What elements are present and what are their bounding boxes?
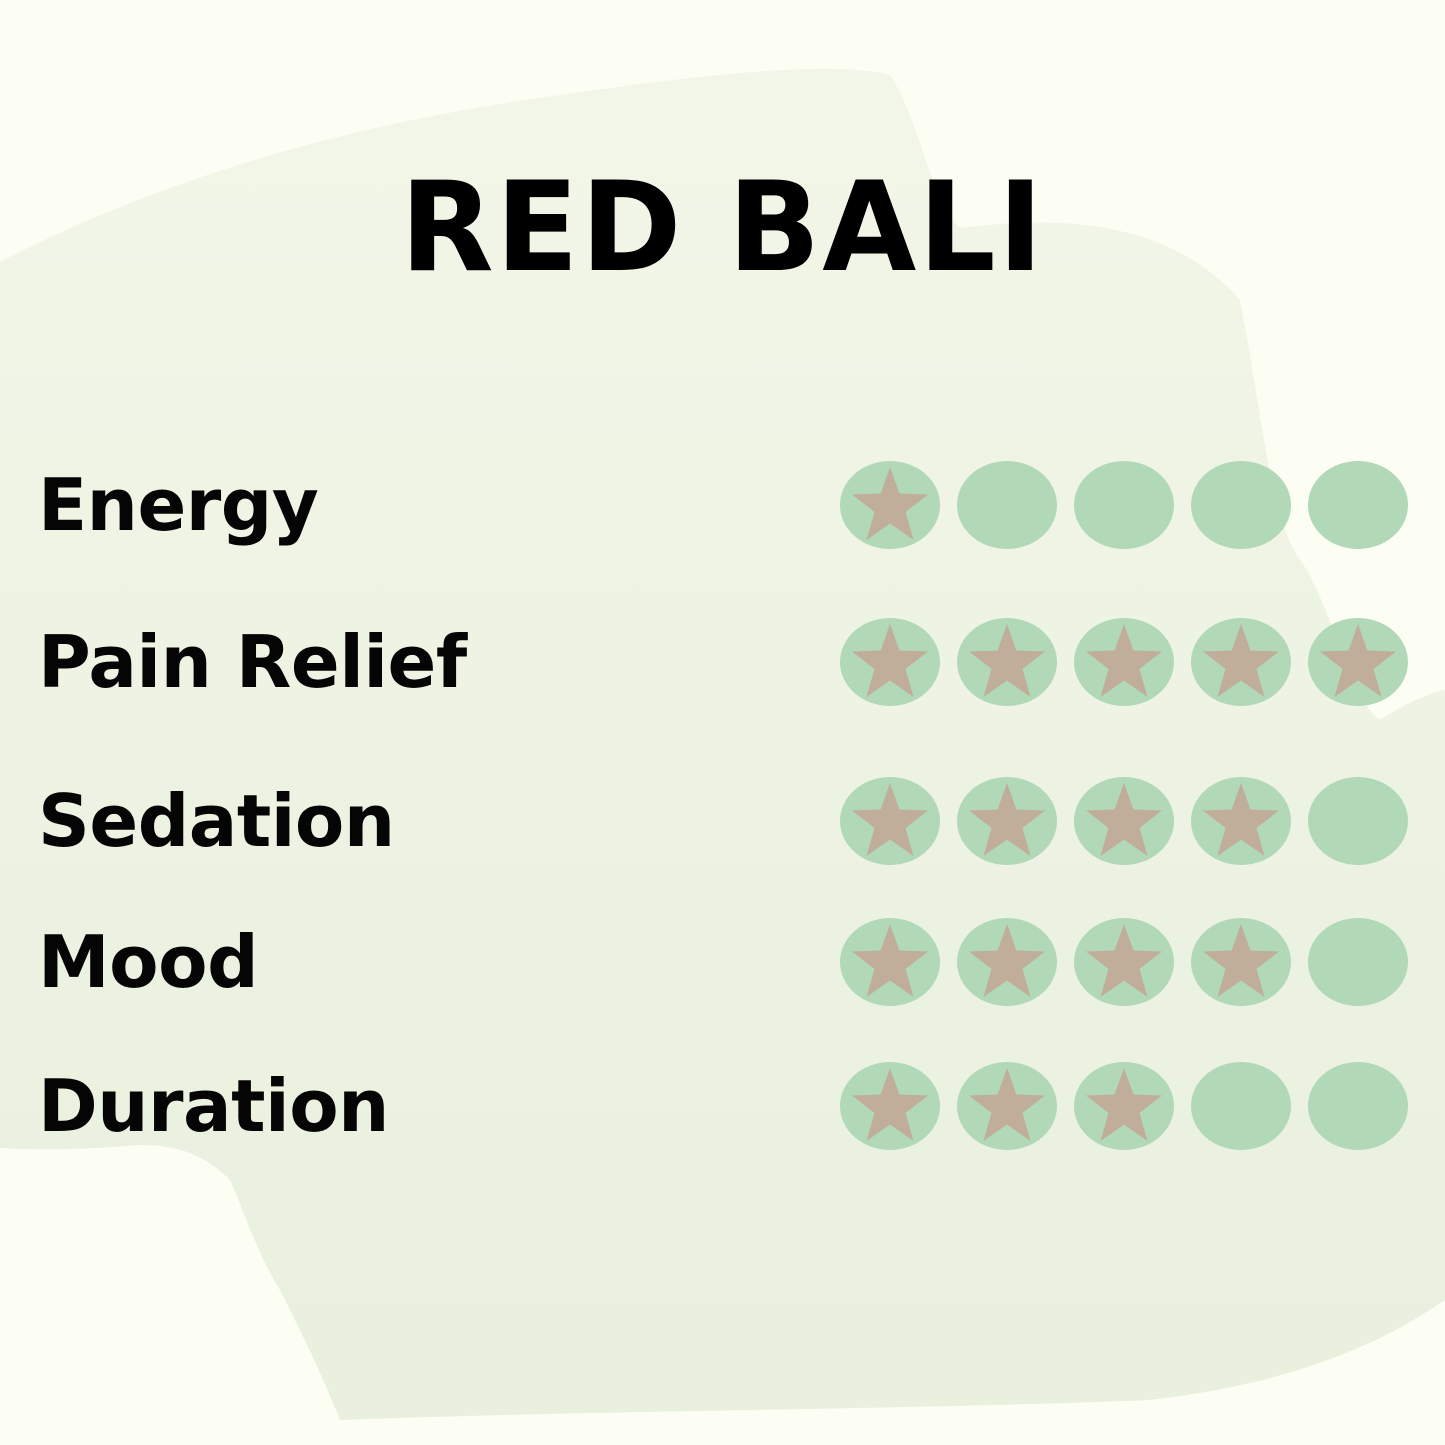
empty-circle-icon (1308, 918, 1408, 1006)
page-title: RED BALI (400, 156, 1045, 300)
star-icon (840, 918, 940, 1006)
star-icon (1308, 618, 1408, 706)
empty-circle-icon (1191, 1062, 1291, 1150)
empty-circle-icon (1074, 461, 1174, 549)
star-icon (1191, 918, 1291, 1006)
rating-label: Energy (38, 463, 319, 547)
star-icon (957, 1062, 1057, 1150)
star-icon (957, 918, 1057, 1006)
star-icon (1074, 918, 1174, 1006)
rating-row-pain-relief: Pain Relief (0, 612, 1445, 712)
star-icon (840, 777, 940, 865)
rating-row-sedation: Sedation (0, 771, 1445, 871)
star-icon (840, 618, 940, 706)
rating-row-duration: Duration (0, 1056, 1445, 1156)
star-icon (1191, 777, 1291, 865)
star-icon (1074, 777, 1174, 865)
rating-label: Mood (38, 920, 259, 1004)
rating-row-mood: Mood (0, 912, 1445, 1012)
empty-circle-icon (1308, 1062, 1408, 1150)
star-icon (1074, 618, 1174, 706)
star-icon (840, 1062, 940, 1150)
empty-circle-icon (1191, 461, 1291, 549)
rating-label: Sedation (38, 779, 395, 863)
empty-circle-icon (957, 461, 1057, 549)
empty-circle-icon (1308, 777, 1408, 865)
empty-circle-icon (1308, 461, 1408, 549)
star-icon (957, 618, 1057, 706)
rating-label: Pain Relief (38, 620, 467, 704)
star-icon (1191, 618, 1291, 706)
star-icon (840, 461, 940, 549)
star-icon (1074, 1062, 1174, 1150)
rating-label: Duration (38, 1064, 389, 1148)
rating-row-energy: Energy (0, 455, 1445, 555)
star-icon (957, 777, 1057, 865)
